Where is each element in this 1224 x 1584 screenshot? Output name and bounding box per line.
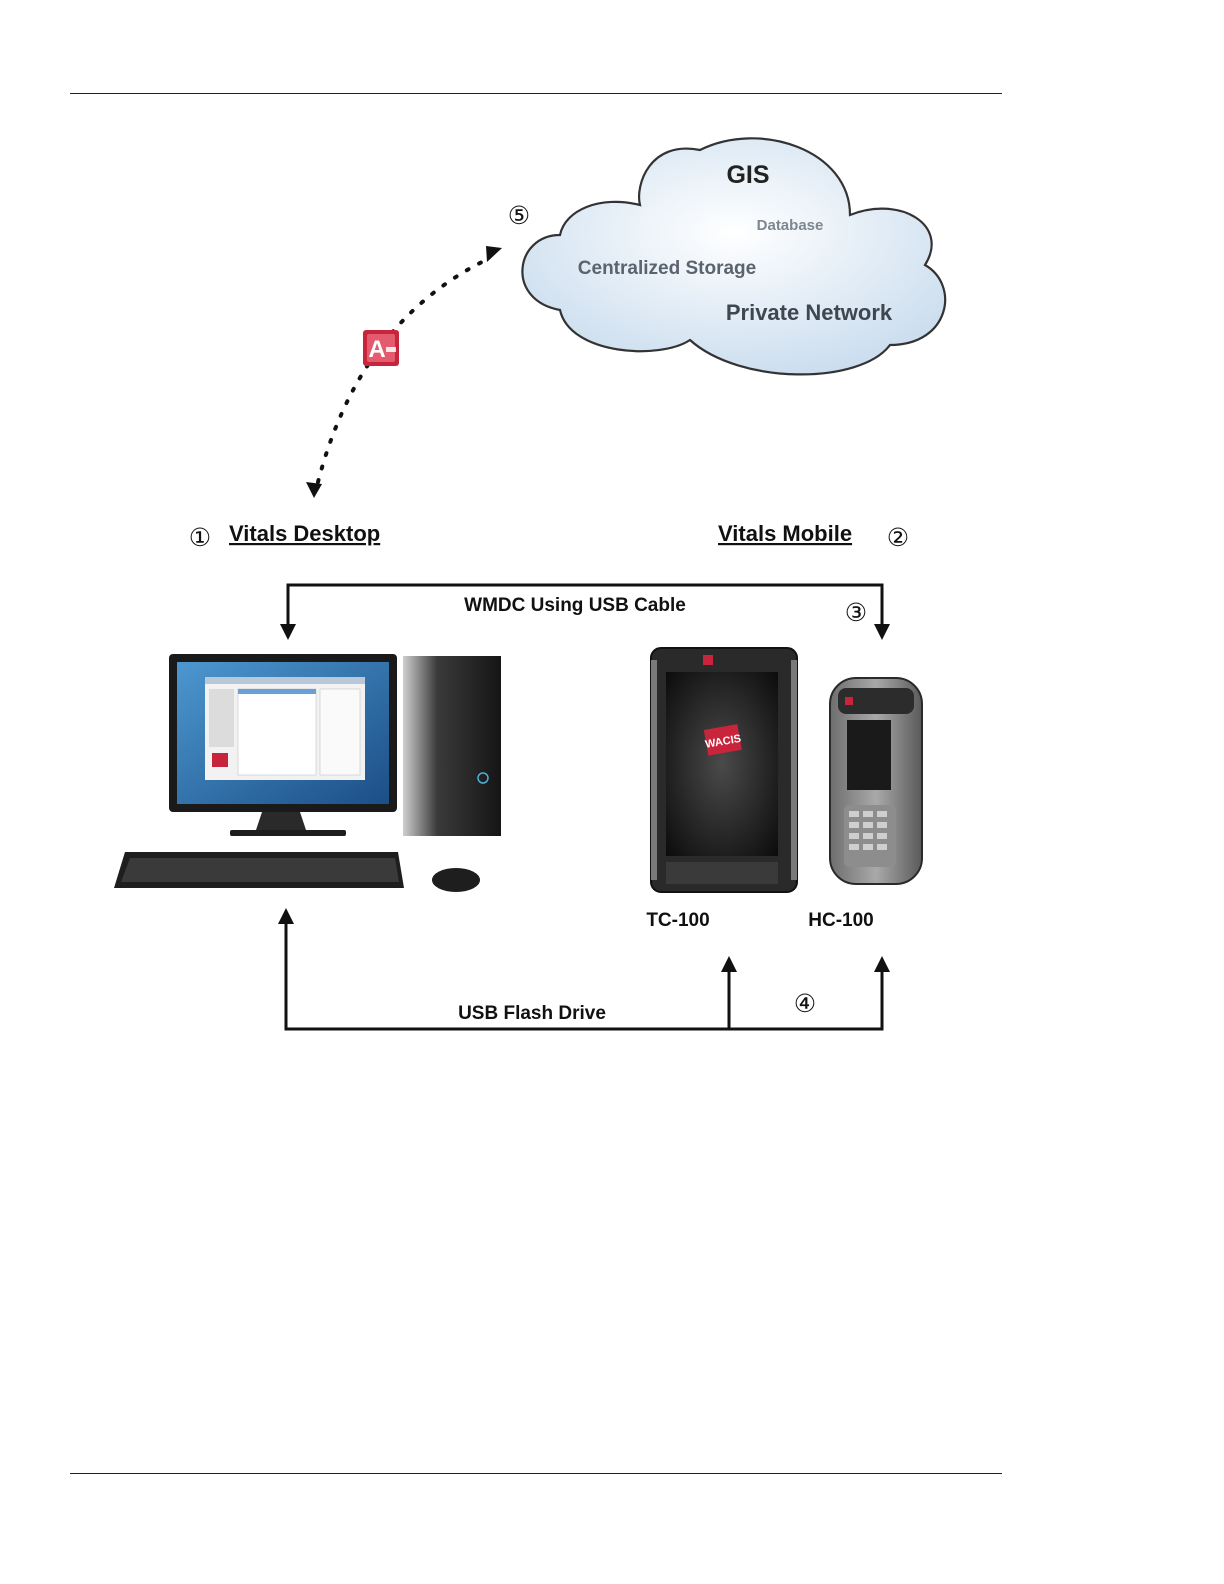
cloud-database-label: Database [757, 217, 824, 234]
tc-100-label: TC-100 [646, 910, 709, 931]
wmdc-arrow-mobile [874, 624, 890, 640]
step-5-marker: ⑤ [508, 201, 530, 230]
usb-label: USB Flash Drive [458, 1003, 606, 1024]
desktop-computer-image [114, 654, 501, 892]
step-3-marker: ③ [845, 598, 867, 627]
cloud-title: GIS [726, 161, 769, 189]
cloud-storage-label: Centralized Storage [578, 258, 756, 279]
cloud-network-label: Private Network [726, 300, 893, 325]
hc-100-label: HC-100 [808, 910, 873, 931]
vitals-mobile-label: Vitals Mobile [718, 521, 852, 546]
wmdc-arrow-desktop [280, 624, 296, 640]
step-1-marker: ① [189, 523, 211, 552]
sync-dotted-arc [318, 258, 490, 482]
usb-arrow-tc [721, 956, 737, 972]
usb-arrow-hc [874, 956, 890, 972]
svg-text:A: A [368, 336, 385, 363]
step-2-marker: ② [887, 523, 909, 552]
wmdc-label: WMDC Using USB Cable [464, 595, 686, 616]
sync-arrowhead-top [486, 246, 502, 262]
sync-arrowhead-bottom [306, 482, 322, 498]
access-icon: A [363, 330, 399, 366]
tc-100-tablet-image: WACIS [651, 648, 797, 892]
vitals-desktop-label: Vitals Desktop [229, 521, 380, 546]
step-4-marker: ④ [794, 989, 816, 1018]
hc-100-handheld-image [830, 678, 922, 884]
usb-arrow-desktop [278, 908, 294, 924]
